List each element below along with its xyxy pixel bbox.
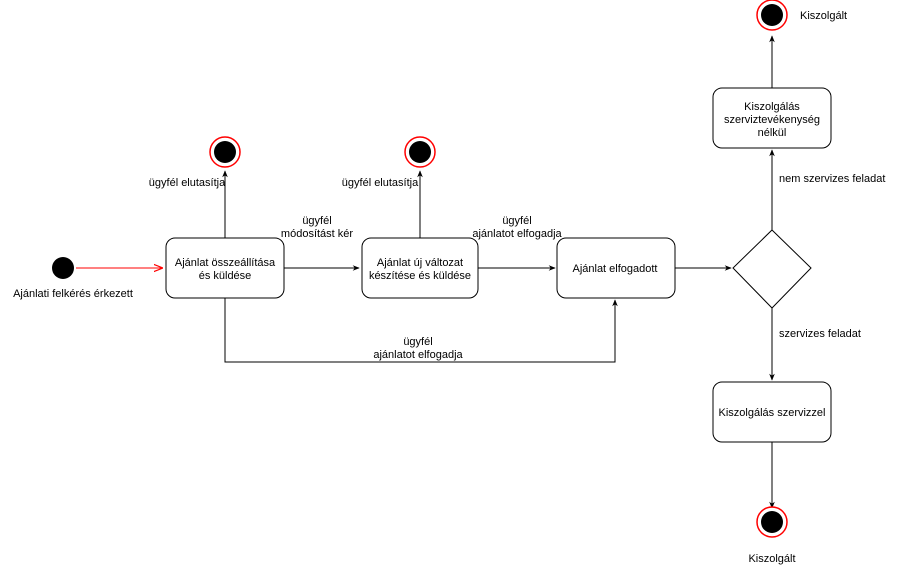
- final-node-reject-2[interactable]: [404, 136, 436, 168]
- service-with-box[interactable]: [712, 381, 832, 443]
- offer-accepted-box[interactable]: [556, 237, 676, 299]
- service-with-label: Kiszolgálás szervizzel: [719, 407, 826, 419]
- text-line: szerviztevékenység: [724, 114, 820, 126]
- accept-direct-edge: [224, 298, 618, 363]
- new-version-box[interactable]: [361, 237, 479, 299]
- text-line: ügyfél: [302, 215, 331, 227]
- decision-node[interactable]: [732, 229, 812, 309]
- text-line: nem szervizes feladat: [779, 173, 885, 185]
- connectors: [76, 35, 775, 509]
- reject-label-2: ügyfél elutasítja: [342, 177, 419, 189]
- final-node-bottom[interactable]: [756, 506, 788, 538]
- text-line: Kiszolgálás szervizzel: [719, 407, 826, 419]
- text-line: szervizes feladat: [779, 328, 861, 340]
- text-line: Ajánlat elfogadott: [572, 263, 657, 275]
- text-line: ajánlatot elfogadja: [373, 349, 463, 361]
- reject-label-1: ügyfél elutasítja: [149, 177, 226, 189]
- initial-node[interactable]: [52, 257, 74, 279]
- text-line: Ajánlat összeállítása: [175, 257, 276, 269]
- text-line: Kiszolgálás: [744, 101, 800, 113]
- service-label: szervizes feladat: [779, 328, 861, 340]
- offer-accepted-label: Ajánlat elfogadott: [572, 263, 657, 275]
- final-node-top[interactable]: [756, 0, 788, 31]
- text-line: Ajánlat új változat: [377, 257, 463, 269]
- start-label: Ajánlati felkérés érkezett: [13, 288, 133, 300]
- end-label-bottom: Kiszolgált: [748, 553, 795, 565]
- text-line: nélkül: [758, 127, 787, 139]
- text-line: készítése és küldése: [369, 270, 471, 282]
- text-line: ajánlatot elfogadja: [472, 228, 562, 240]
- text-line: ügyfél elutasítja: [342, 177, 419, 189]
- text-line: ügyfél: [502, 215, 531, 227]
- text-line: ügyfél elutasítja: [149, 177, 226, 189]
- no-service-label: nem szervizes feladat: [779, 173, 885, 185]
- text-line: ügyfél: [403, 336, 432, 348]
- final-node-reject-1[interactable]: [209, 136, 241, 168]
- text-line: és küldése: [199, 270, 252, 282]
- end-label-top: Kiszolgált: [800, 10, 847, 22]
- service-without-box[interactable]: [712, 87, 832, 149]
- prepare-offer-box[interactable]: [165, 237, 285, 299]
- text-line: módosítást kér: [281, 228, 353, 240]
